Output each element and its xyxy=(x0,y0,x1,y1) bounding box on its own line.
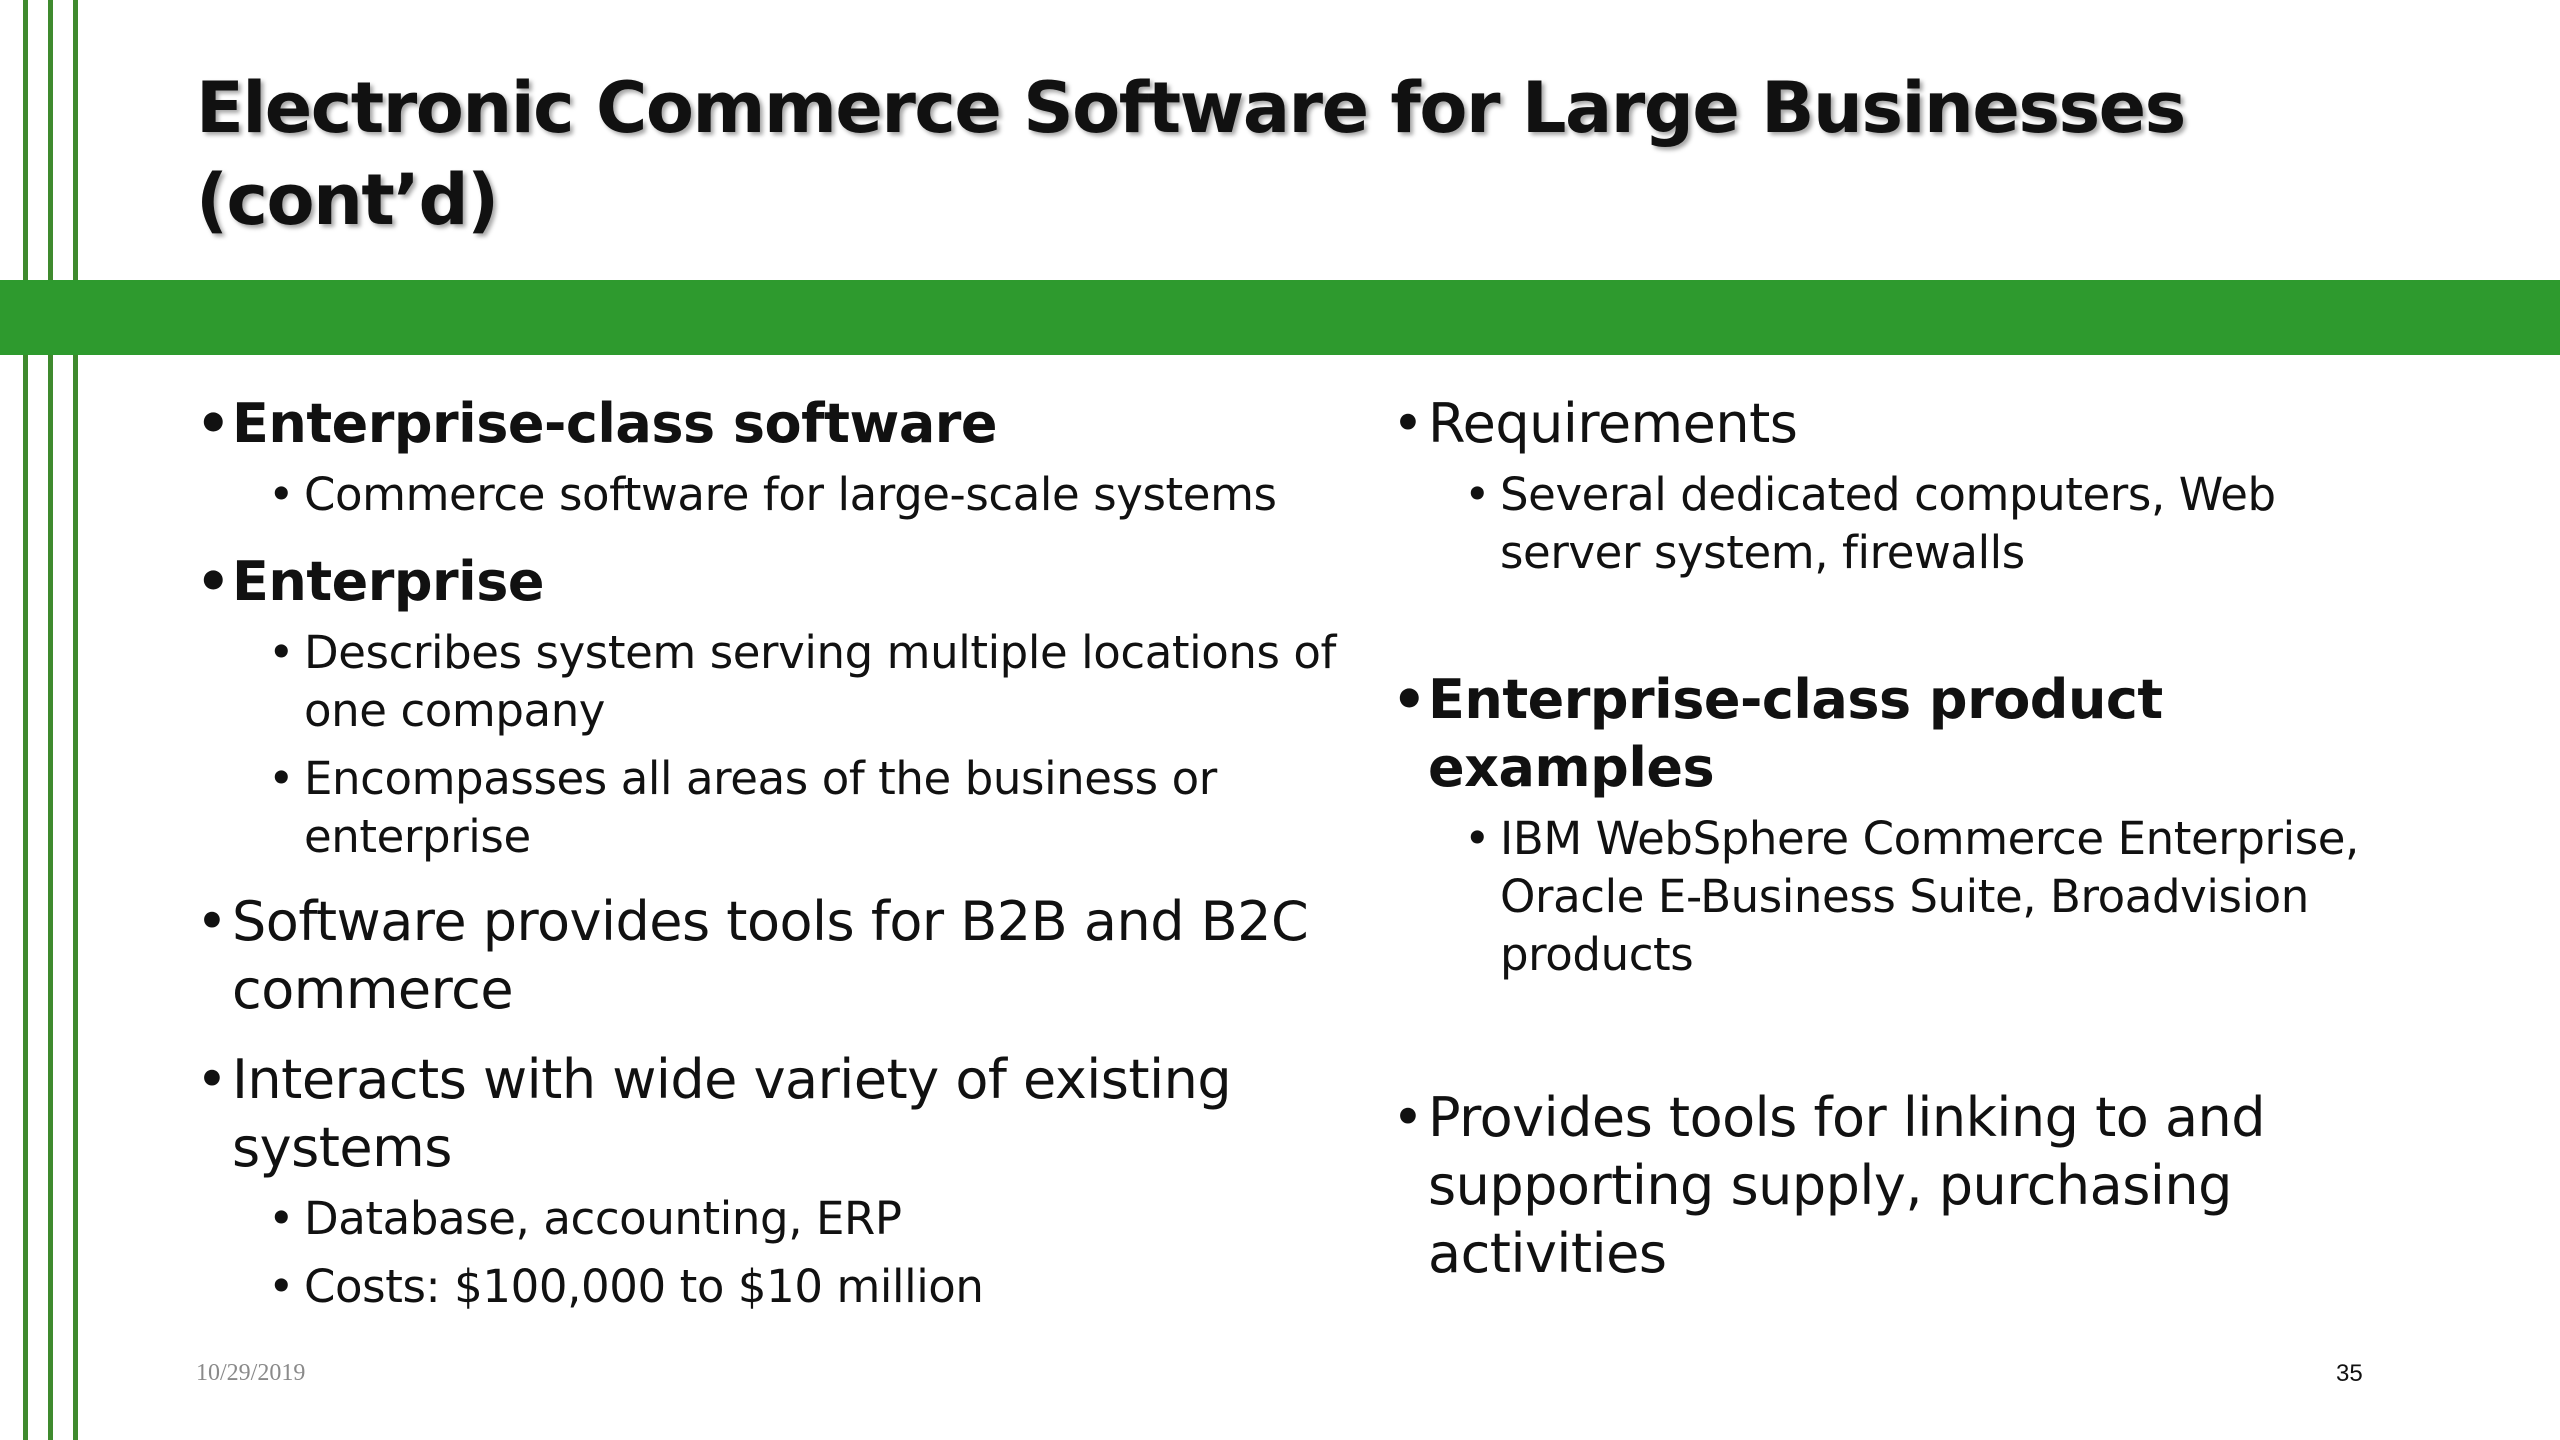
bullet-marker: • xyxy=(196,1048,228,1111)
bullet-marker: • xyxy=(1392,1086,1424,1149)
bullet-text: Provides tools for linking to and suppor… xyxy=(1428,1086,2266,1285)
bullet-marker: • xyxy=(1392,668,1427,731)
sub-bullet-item: • Encompasses all areas of the business … xyxy=(196,750,1356,866)
sub-bullet-marker: • xyxy=(268,626,295,679)
left-column: • Enterprise-class software • Commerce s… xyxy=(196,390,1356,1316)
sub-bullet-text: Encompasses all areas of the business or… xyxy=(304,752,1217,863)
sub-bullet-text: Database, accounting, ERP xyxy=(304,1192,902,1245)
sub-bullet-text: IBM WebSphere Commerce Enterprise, Oracl… xyxy=(1500,812,2359,981)
sub-bullet-marker: • xyxy=(268,1192,295,1245)
decorative-vertical-line xyxy=(48,0,53,1440)
sub-bullet-item: • Commerce software for large-scale syst… xyxy=(196,466,1356,524)
sub-bullet-item: • Costs: $100,000 to $10 million xyxy=(196,1258,1356,1316)
sub-bullet-marker: • xyxy=(1464,468,1491,521)
slide-title: Electronic Commerce Software for Large B… xyxy=(196,67,2186,241)
right-column: • Requirements • Several dedicated compu… xyxy=(1392,390,2392,1288)
bullet-marker: • xyxy=(1392,392,1424,455)
bullet-item: • Enterprise-class product examples xyxy=(1392,666,2392,802)
sub-bullet-item: • Describes system serving multiple loca… xyxy=(196,624,1356,740)
sub-bullet-marker: • xyxy=(268,752,295,805)
bullet-item: • Enterprise-class software xyxy=(196,390,1356,458)
bullet-item: • Provides tools for linking to and supp… xyxy=(1392,1084,2392,1288)
footer-date: 10/29/2019 xyxy=(196,1360,306,1386)
sub-bullet-item: • IBM WebSphere Commerce Enterprise, Ora… xyxy=(1392,810,2392,984)
bullet-item: • Interacts with wide variety of existin… xyxy=(196,1046,1356,1182)
sub-bullet-marker: • xyxy=(1464,812,1491,865)
bullet-text: Enterprise-class product examples xyxy=(1428,668,2163,799)
bullet-text: Requirements xyxy=(1428,392,1798,455)
sub-bullet-text: Describes system serving multiple locati… xyxy=(304,626,1337,737)
bullet-item: • Software provides tools for B2B and B2… xyxy=(196,888,1356,1024)
sub-bullet-item: • Database, accounting, ERP xyxy=(196,1190,1356,1248)
bullet-item: • Requirements xyxy=(1392,390,2392,458)
decorative-vertical-line xyxy=(73,0,78,1440)
sub-bullet-text: Several dedicated computers, Web server … xyxy=(1500,468,2276,579)
bullet-text: Interacts with wide variety of existing … xyxy=(232,1048,1232,1179)
sub-bullet-marker: • xyxy=(268,468,295,521)
sub-bullet-item: • Several dedicated computers, Web serve… xyxy=(1392,466,2392,582)
bullet-marker: • xyxy=(196,890,228,953)
bullet-marker: • xyxy=(196,550,231,613)
slide-number: 35 xyxy=(2336,1360,2363,1387)
decorative-vertical-line xyxy=(23,0,28,1440)
bullet-text: Software provides tools for B2B and B2C … xyxy=(232,890,1309,1021)
bullet-marker: • xyxy=(196,392,231,455)
sub-bullet-text: Costs: $100,000 to $10 million xyxy=(304,1260,984,1313)
sub-bullet-text: Commerce software for large-scale system… xyxy=(304,468,1277,521)
bullet-item: • Enterprise xyxy=(196,548,1356,616)
sub-bullet-marker: • xyxy=(268,1260,295,1313)
bullet-text: Enterprise xyxy=(232,550,544,613)
title-accent-band xyxy=(0,280,2560,355)
bullet-text: Enterprise-class software xyxy=(232,392,998,455)
